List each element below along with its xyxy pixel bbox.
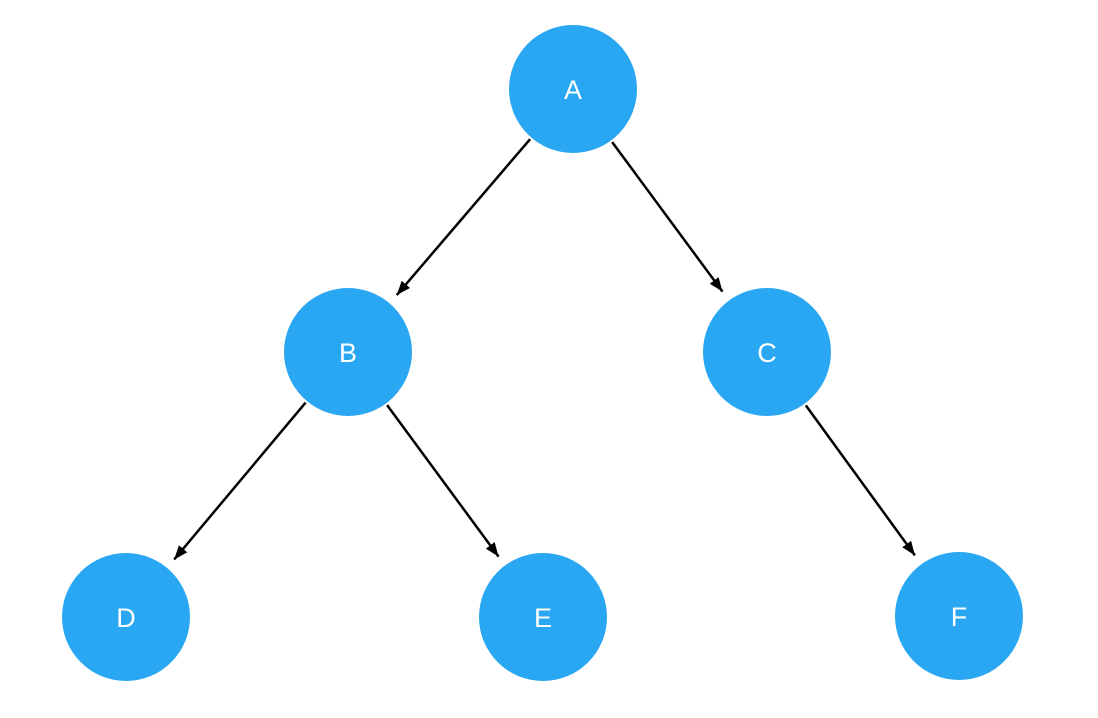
- node-label-C: C: [757, 338, 777, 368]
- edge-arrow-B-D: [173, 401, 307, 561]
- node-circle-C: [703, 288, 831, 416]
- edges-layer: [173, 138, 916, 561]
- tree-node-A: A: [509, 25, 637, 153]
- node-circle-F: [895, 552, 1023, 680]
- tree-node-E: E: [479, 553, 607, 681]
- tree-node-C: C: [703, 288, 831, 416]
- node-label-B: B: [339, 338, 357, 368]
- edge-arrow-A-B: [395, 138, 532, 296]
- tree-node-D: D: [62, 553, 190, 681]
- edge-arrow-A-C: [611, 141, 724, 293]
- node-circle-B: [284, 288, 412, 416]
- node-label-A: A: [564, 75, 582, 105]
- tree-node-B: B: [284, 288, 412, 416]
- node-circle-A: [509, 25, 637, 153]
- node-circle-D: [62, 553, 190, 681]
- edge-arrow-B-E: [386, 404, 500, 558]
- node-circle-E: [479, 553, 607, 681]
- edge-arrow-C-F: [804, 404, 916, 557]
- tree-node-F: F: [895, 552, 1023, 680]
- node-label-E: E: [534, 603, 552, 633]
- nodes-layer: A B C D E F: [62, 25, 1023, 681]
- node-label-F: F: [951, 602, 968, 632]
- node-label-D: D: [116, 603, 136, 633]
